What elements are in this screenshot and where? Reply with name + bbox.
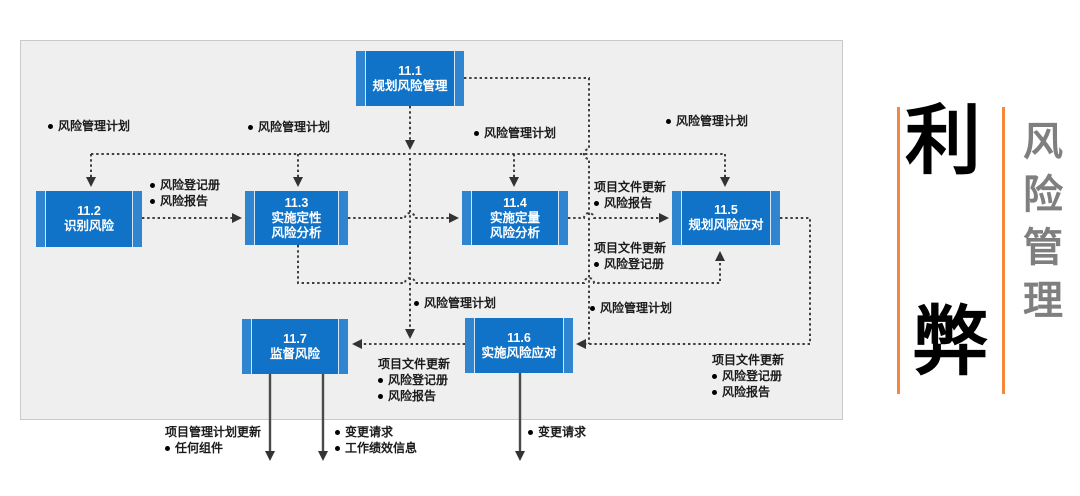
- label-risk-mgmt-plan-2: 风险管理计划: [248, 119, 330, 135]
- process-number: 11.5: [714, 203, 738, 217]
- label-doc-updates-right: 项目文件更新 风险登记册 风险报告: [712, 353, 785, 399]
- label-doc-updates-report: 项目文件更新 风险报告: [594, 180, 667, 210]
- bullet-icon: [248, 124, 253, 130]
- bullet-icon: [150, 182, 155, 188]
- process-box-11-1: 11.1 规划风险管理: [356, 51, 464, 106]
- bullet-icon: [48, 123, 53, 129]
- bullet-icon: [594, 200, 599, 206]
- label-risk-mgmt-plan-4: 风险管理计划: [666, 113, 748, 129]
- accent-line-right: [1002, 107, 1005, 394]
- process-number: 11.2: [77, 204, 101, 218]
- con-character: 弊: [912, 300, 988, 385]
- process-title: 风险分析: [489, 225, 540, 240]
- bullet-icon: [712, 373, 717, 379]
- label-risk-mgmt-plan-6: 风险管理计划: [590, 300, 672, 316]
- process-box-11-4: 11.4 实施定量 风险分析: [462, 191, 568, 245]
- bullet-icon: [378, 393, 383, 399]
- process-title: 风险分析: [271, 225, 322, 240]
- accent-line-left: [897, 107, 900, 394]
- label-doc-updates-register: 项目文件更新 风险登记册: [594, 241, 667, 271]
- process-number: 11.7: [283, 331, 307, 346]
- bullet-icon: [666, 118, 671, 124]
- label-output-change-wpi: 变更请求 工作绩效信息: [335, 424, 417, 456]
- process-title: 实施定量: [489, 210, 540, 225]
- label-risk-mgmt-plan-3: 风险管理计划: [474, 125, 556, 141]
- label-output-pmp-updates: 项目管理计划更新 任何组件: [165, 425, 262, 455]
- process-title: 监督风险: [269, 346, 320, 361]
- bullet-icon: [335, 429, 340, 435]
- bullet-icon: [474, 130, 479, 136]
- pro-character: 利: [905, 99, 981, 184]
- label-output-change: 变更请求: [528, 424, 586, 440]
- bullet-icon: [712, 389, 717, 395]
- process-title: 识别风险: [63, 219, 114, 233]
- label-register-report: 风险登记册 风险报告: [150, 177, 220, 209]
- process-number: 11.1: [398, 63, 422, 78]
- bullet-icon: [378, 377, 383, 383]
- process-title: 规划风险应对: [688, 218, 764, 232]
- process-box-11-6: 11.6 实施风险应对: [465, 318, 573, 373]
- label-doc-updates-mid: 项目文件更新 风险登记册 风险报告: [378, 357, 451, 403]
- process-title: 实施风险应对: [481, 345, 557, 360]
- label-risk-mgmt-plan-1: 风险管理计划: [48, 118, 130, 134]
- bullet-icon: [414, 300, 419, 306]
- vertical-title: 风险管理: [1023, 120, 1063, 323]
- bullet-icon: [594, 261, 599, 267]
- process-number: 11.6: [507, 330, 531, 345]
- bullet-icon: [335, 445, 340, 451]
- bullet-icon: [165, 445, 170, 451]
- process-box-11-3: 11.3 实施定性 风险分析: [245, 191, 348, 245]
- process-number: 11.4: [503, 195, 527, 210]
- process-box-11-5: 11.5 规划风险应对: [672, 191, 780, 245]
- process-number: 11.3: [284, 195, 309, 210]
- label-risk-mgmt-plan-5: 风险管理计划: [414, 295, 496, 311]
- bullet-icon: [150, 198, 155, 204]
- process-title: 规划风险管理: [372, 78, 448, 93]
- process-box-11-2: 11.2 识别风险: [36, 191, 142, 247]
- bullet-icon: [590, 305, 595, 311]
- process-box-11-7: 11.7 监督风险: [242, 319, 348, 374]
- bullet-icon: [528, 429, 533, 435]
- process-title: 实施定性: [271, 210, 322, 225]
